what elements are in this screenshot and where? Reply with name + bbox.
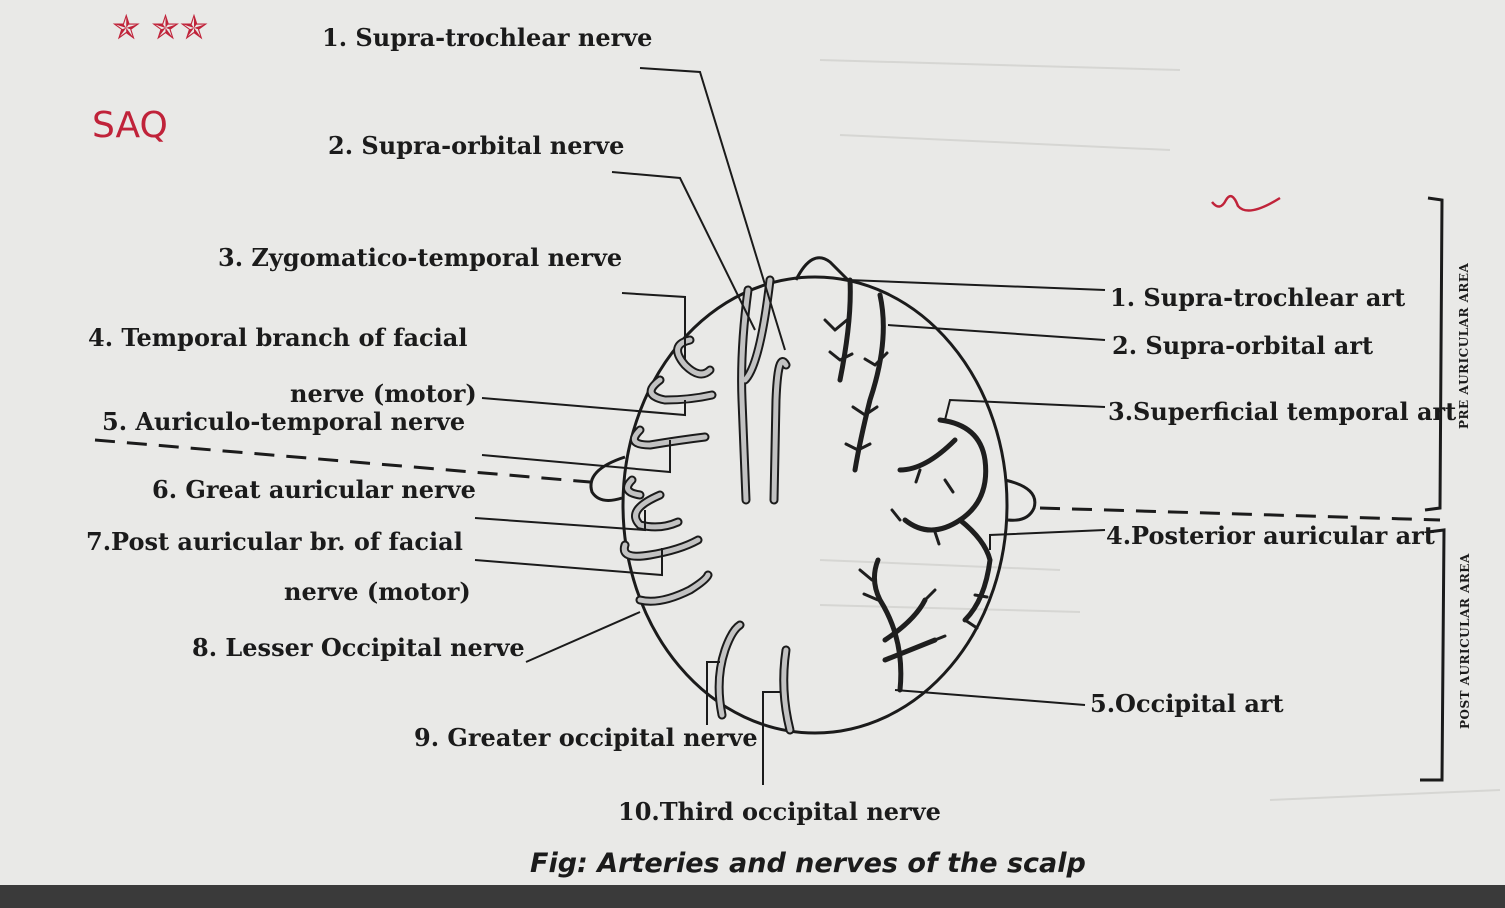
- label-post-auricular-facial-nerve-line1: 7.Post auricular br. of facial: [86, 527, 463, 556]
- annotation-tick-icon: [1211, 194, 1281, 212]
- label-supra-trochlear-nerve: 1. Supra-trochlear nerve: [322, 23, 653, 52]
- label-great-auricular-nerve: 6. Great auricular nerve: [152, 475, 476, 504]
- artery-drawings: [823, 277, 993, 693]
- nerve-drawings: [619, 275, 795, 735]
- scalp-outline: [589, 256, 1037, 735]
- annotation-stars: ✯ ✯✯: [112, 8, 209, 48]
- page-bottom-edge: [0, 885, 1505, 908]
- label-lesser-occipital-nerve: 8. Lesser Occipital nerve: [192, 633, 525, 662]
- nerve-leader-lines: [474, 67, 786, 785]
- label-supra-orbital-art: 2. Supra-orbital art: [1112, 331, 1374, 360]
- label-post-auricular-facial-nerve-line2: nerve (motor): [284, 577, 471, 606]
- label-zygomatico-temporal-nerve: 3. Zygomatico-temporal nerve: [218, 243, 623, 272]
- label-third-occipital-nerve: 10.Third occipital nerve: [618, 797, 941, 826]
- label-supra-trochlear-art: 1. Supra-trochlear art: [1110, 283, 1406, 312]
- label-greater-occipital-nerve: 9. Greater occipital nerve: [414, 723, 758, 752]
- label-post-auricular-area: POST AURICULAR AREA: [1458, 553, 1472, 729]
- auricular-divider: [94, 438, 1441, 522]
- label-temporal-branch-facial-nerve-line2: nerve (motor): [290, 379, 477, 408]
- label-temporal-branch-facial-nerve-line1: 4. Temporal branch of facial: [88, 323, 468, 352]
- label-auriculo-temporal-nerve: 5. Auriculo-temporal nerve: [102, 407, 466, 436]
- label-pre-auricular-area: PRE AURICULAR AREA: [1457, 262, 1471, 429]
- annotation-initials: SAQ: [92, 105, 168, 146]
- label-posterior-auricular-art: 4.Posterior auricular art: [1106, 521, 1435, 550]
- label-occipital-art: 5.Occipital art: [1090, 689, 1284, 718]
- artery-leader-lines: [847, 279, 1106, 706]
- area-brackets: [1420, 196, 1446, 782]
- label-supra-orbital-nerve: 2. Supra-orbital nerve: [328, 131, 625, 160]
- label-superficial-temporal-art: 3.Superficial temporal art: [1108, 397, 1457, 426]
- figure-caption: Fig: Arteries and nerves of the scalp: [530, 848, 1086, 879]
- paper-texture: [819, 59, 1501, 801]
